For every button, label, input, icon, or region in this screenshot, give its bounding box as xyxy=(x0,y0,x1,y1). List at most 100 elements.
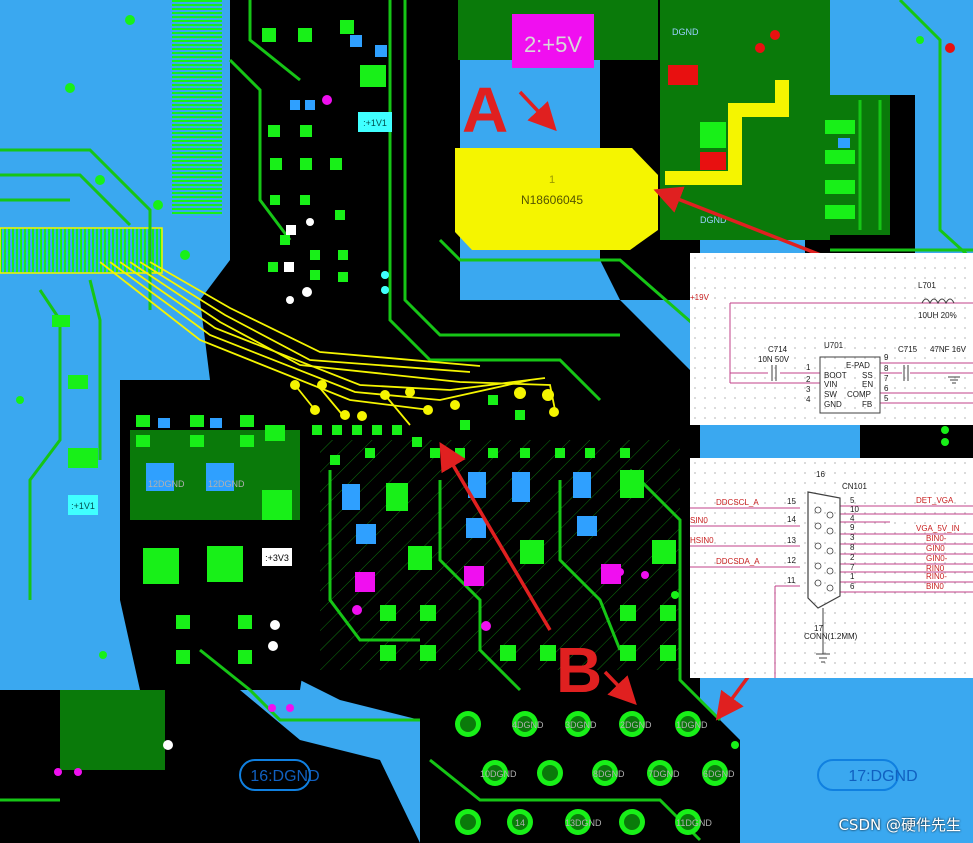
yellow-traces xyxy=(99,261,556,426)
cn101-pin17: 17 xyxy=(814,624,823,633)
small-vias xyxy=(16,15,949,749)
net-bin0: BIN0 xyxy=(926,582,944,591)
l701-value: 10UH 20% xyxy=(918,311,957,320)
svg-text:8DGND: 8DGND xyxy=(593,769,625,779)
cn101-pin-6: 6 xyxy=(850,582,855,591)
plus3v3-badge xyxy=(262,548,292,566)
connector-pads xyxy=(455,711,728,835)
net-gin0: GIN0 xyxy=(926,544,945,553)
svg-text:12DGND: 12DGND xyxy=(208,479,245,489)
l701-ref: L701 xyxy=(918,281,936,290)
net-ddcsda: DDCSDA_A xyxy=(716,557,760,566)
net-ddcscl: DDCSCL_A xyxy=(716,498,759,507)
magenta-pads xyxy=(54,95,649,776)
dgnd-16-oval xyxy=(239,759,311,791)
pin-num-7: 7 xyxy=(884,374,889,383)
u701-pin-vin: VIN xyxy=(824,380,838,389)
cn101-pin-8: 8 xyxy=(850,543,855,552)
cn101-pin-3: 3 xyxy=(850,533,855,542)
cn101-pin-10: 10 xyxy=(850,505,859,514)
component-pads xyxy=(52,20,855,664)
copper-region-left-top xyxy=(0,30,130,150)
svg-text:11DGND: 11DGND xyxy=(676,818,712,828)
watermark: CSDN @硬件先生 xyxy=(838,816,961,834)
green-pour-top-right xyxy=(660,0,830,240)
cn101-pin-7: 7 xyxy=(850,563,855,572)
cyan-vias xyxy=(381,271,389,294)
yellow-trace-l701-out xyxy=(665,80,789,185)
net-gin0-minus: GIN0- xyxy=(926,554,948,563)
net-det-vga: DET_VGA xyxy=(916,496,954,505)
schematic-vga-connector: CN101 16 17 CONN(1.2MM) DDCSCL_A SIN0 HS… xyxy=(690,458,973,678)
callout-b: B xyxy=(556,634,602,706)
svg-text:2DGND: 2DGND xyxy=(620,720,652,730)
cn101-connector: CONN(1.2MM) xyxy=(804,632,858,641)
dgnd-16-label: 16:DGND xyxy=(250,768,319,785)
dgnd-17-label: 17:DGND xyxy=(848,768,917,785)
svg-text:DGND: DGND xyxy=(700,215,727,225)
schematic-vga-wires xyxy=(690,491,973,678)
u701-pin-en: EN xyxy=(862,380,874,389)
pin-num-1: 1 xyxy=(806,363,811,372)
plus1v1-badge-b xyxy=(68,495,98,515)
cn101-pin-1: 1 xyxy=(850,572,855,581)
u701-pin-boot: BOOT xyxy=(824,371,847,380)
net-rin0: RIN0 xyxy=(926,564,945,573)
u701-pin-comp: COMP xyxy=(847,390,871,399)
net-bin0-minus: BIN0- xyxy=(926,534,947,543)
copper-region-right-low xyxy=(860,425,973,460)
cn101-pin-11: 11 xyxy=(787,576,796,585)
u701-pin-ss: SS xyxy=(862,371,873,380)
u701-pin-epad: E-PAD xyxy=(846,361,870,370)
cn101-pin-12: 12 xyxy=(787,556,796,565)
svg-text:14: 14 xyxy=(515,818,525,828)
yellow-vias xyxy=(290,380,559,421)
inductor-part-number: N18606045 xyxy=(521,193,583,207)
callout-a: A xyxy=(462,74,508,146)
cn101-pin-13: 13 xyxy=(787,536,796,545)
u701-pin-gnd: GND xyxy=(824,400,842,409)
svg-text:6DGND: 6DGND xyxy=(703,769,735,779)
c714-ref: C714 xyxy=(768,345,788,354)
pin-num-2: 2 xyxy=(806,375,811,384)
svg-text:1DGND: 1DGND xyxy=(676,720,708,730)
inductor-pad-num: 1 xyxy=(549,174,555,186)
schematic-buck-regulator: +19V L701 10UH 20% C714 10N 50V U701 C71… xyxy=(690,253,973,425)
u701-pin-fb: FB xyxy=(862,400,873,409)
pin-num-5: 5 xyxy=(884,394,889,403)
schematic-buck-wires xyxy=(729,298,973,414)
svg-text:DGND: DGND xyxy=(672,27,699,37)
net-19v: +19V xyxy=(690,293,709,302)
red-pads xyxy=(668,30,955,170)
inductor-pad-l701 xyxy=(455,148,658,250)
cn101-ref: CN101 xyxy=(842,482,867,491)
white-vias xyxy=(163,218,314,750)
plus3v3-label: :+3V3 xyxy=(265,553,289,563)
dgnd-17-oval xyxy=(817,759,899,791)
plus5v-label: 2:+5V xyxy=(524,32,582,57)
net-sin0: SIN0 xyxy=(690,516,708,525)
plus1v1-label-b: :+1V1 xyxy=(71,501,95,511)
net-rin0-minus: RIN0- xyxy=(926,572,947,581)
cn101-pin-9: 9 xyxy=(850,523,855,532)
u701-pin-sw: SW xyxy=(824,390,837,399)
svg-text:7DGND: 7DGND xyxy=(648,769,680,779)
pin-strip-vertical xyxy=(172,0,222,215)
c714-value: 10N 50V xyxy=(758,355,790,364)
plus1v1-badge-a xyxy=(358,112,392,132)
pin-strip-horizontal-yellow xyxy=(0,227,163,274)
cn101-pin-15: 15 xyxy=(787,497,796,506)
pin-num-6: 6 xyxy=(884,384,889,393)
cn101-pin-5: 5 xyxy=(850,496,855,505)
u701-ref: U701 xyxy=(824,341,844,350)
c715-ref: C715 xyxy=(898,345,918,354)
cn101-pin16: 16 xyxy=(816,470,825,479)
svg-text:12DGND: 12DGND xyxy=(148,479,185,489)
pin-num-3: 3 xyxy=(806,385,811,394)
pad-labels: 4DGND 3DGND 2DGND 1DGND 10DGND 8DGND 7DG… xyxy=(148,27,735,828)
cn101-pin-4: 4 xyxy=(850,514,855,523)
cn101-pin-2: 2 xyxy=(850,553,855,562)
svg-text:3DGND: 3DGND xyxy=(565,720,597,730)
